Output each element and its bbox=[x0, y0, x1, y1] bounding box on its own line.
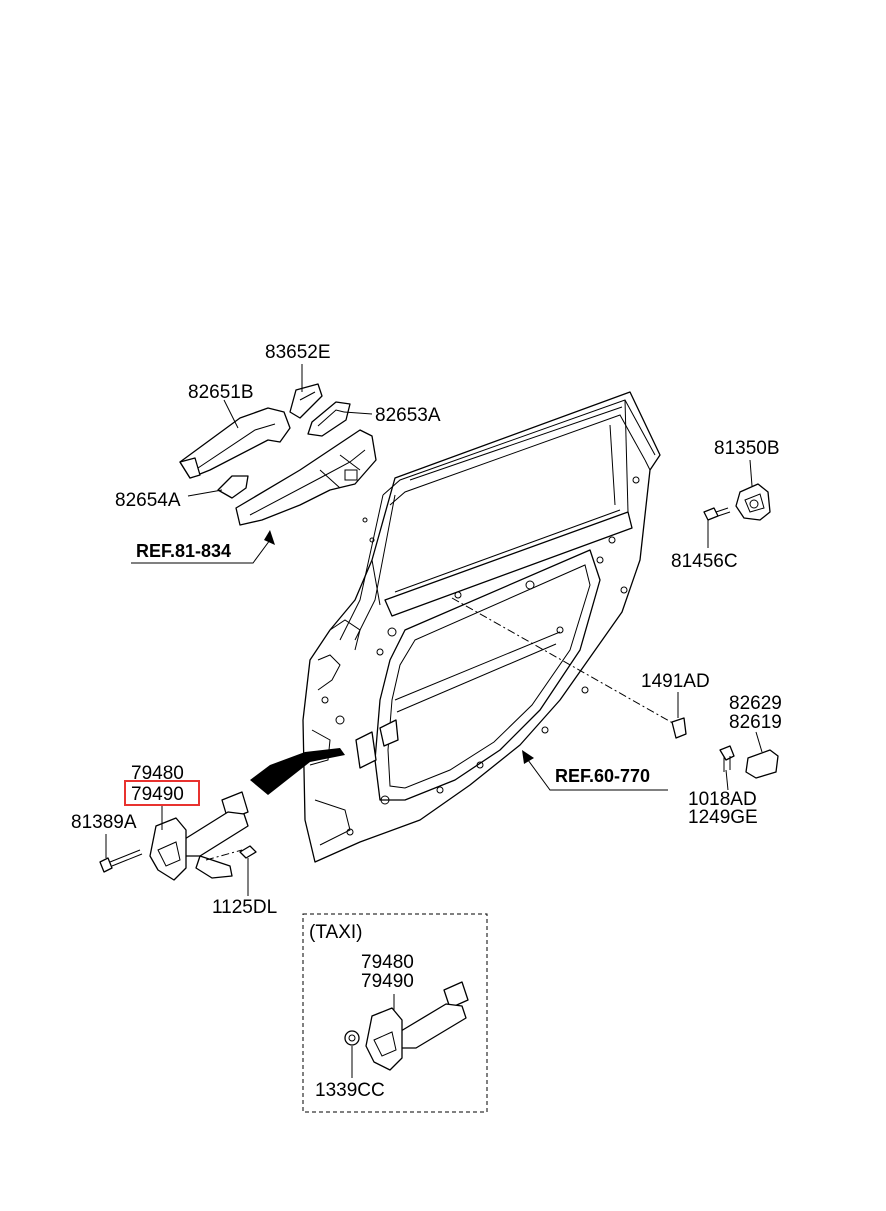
label-82653A: 82653A bbox=[375, 405, 441, 426]
label-82629: 82629 bbox=[729, 693, 782, 714]
label-79490: 79490 bbox=[131, 784, 184, 805]
ref-60-770: REF.60-770 bbox=[555, 766, 650, 786]
highlight-box-79490 bbox=[124, 780, 200, 806]
rear-door-panel bbox=[302, 391, 661, 863]
label-1018AD: 1018AD bbox=[688, 789, 757, 810]
leader-lines bbox=[105, 364, 763, 1078]
taxi-box bbox=[302, 913, 488, 1113]
leader-1491AD-dashed bbox=[451, 597, 679, 727]
label-83652E: 83652E bbox=[265, 342, 331, 363]
label-1491AD: 1491AD bbox=[641, 671, 710, 692]
label-taxi-79480: 79480 bbox=[361, 952, 414, 973]
label-1125DL: 1125DL bbox=[212, 897, 277, 918]
door-holes bbox=[321, 476, 640, 836]
label-81389A: 81389A bbox=[71, 812, 137, 833]
label-taxi-79490: 79490 bbox=[361, 971, 414, 992]
label-82651B: 82651B bbox=[188, 382, 254, 403]
striker-group bbox=[703, 483, 771, 521]
label-79480: 79480 bbox=[131, 763, 184, 784]
ref-81-834: REF.81-834 bbox=[136, 541, 231, 561]
label-81350B: 81350B bbox=[714, 438, 780, 459]
door-checker-group bbox=[99, 791, 257, 890]
pointer-arrow bbox=[250, 748, 345, 795]
label-taxi: (TAXI) bbox=[309, 922, 362, 943]
label-1249GE: 1249GE bbox=[688, 807, 758, 828]
outside-handle-group bbox=[179, 383, 377, 526]
label-82654A: 82654A bbox=[115, 490, 181, 511]
taxi-checker-group bbox=[344, 981, 469, 1071]
label-81456C: 81456C bbox=[671, 551, 738, 572]
label-82619: 82619 bbox=[729, 712, 782, 733]
clip-plug-group bbox=[671, 717, 779, 779]
label-1339CC: 1339CC bbox=[315, 1080, 385, 1101]
